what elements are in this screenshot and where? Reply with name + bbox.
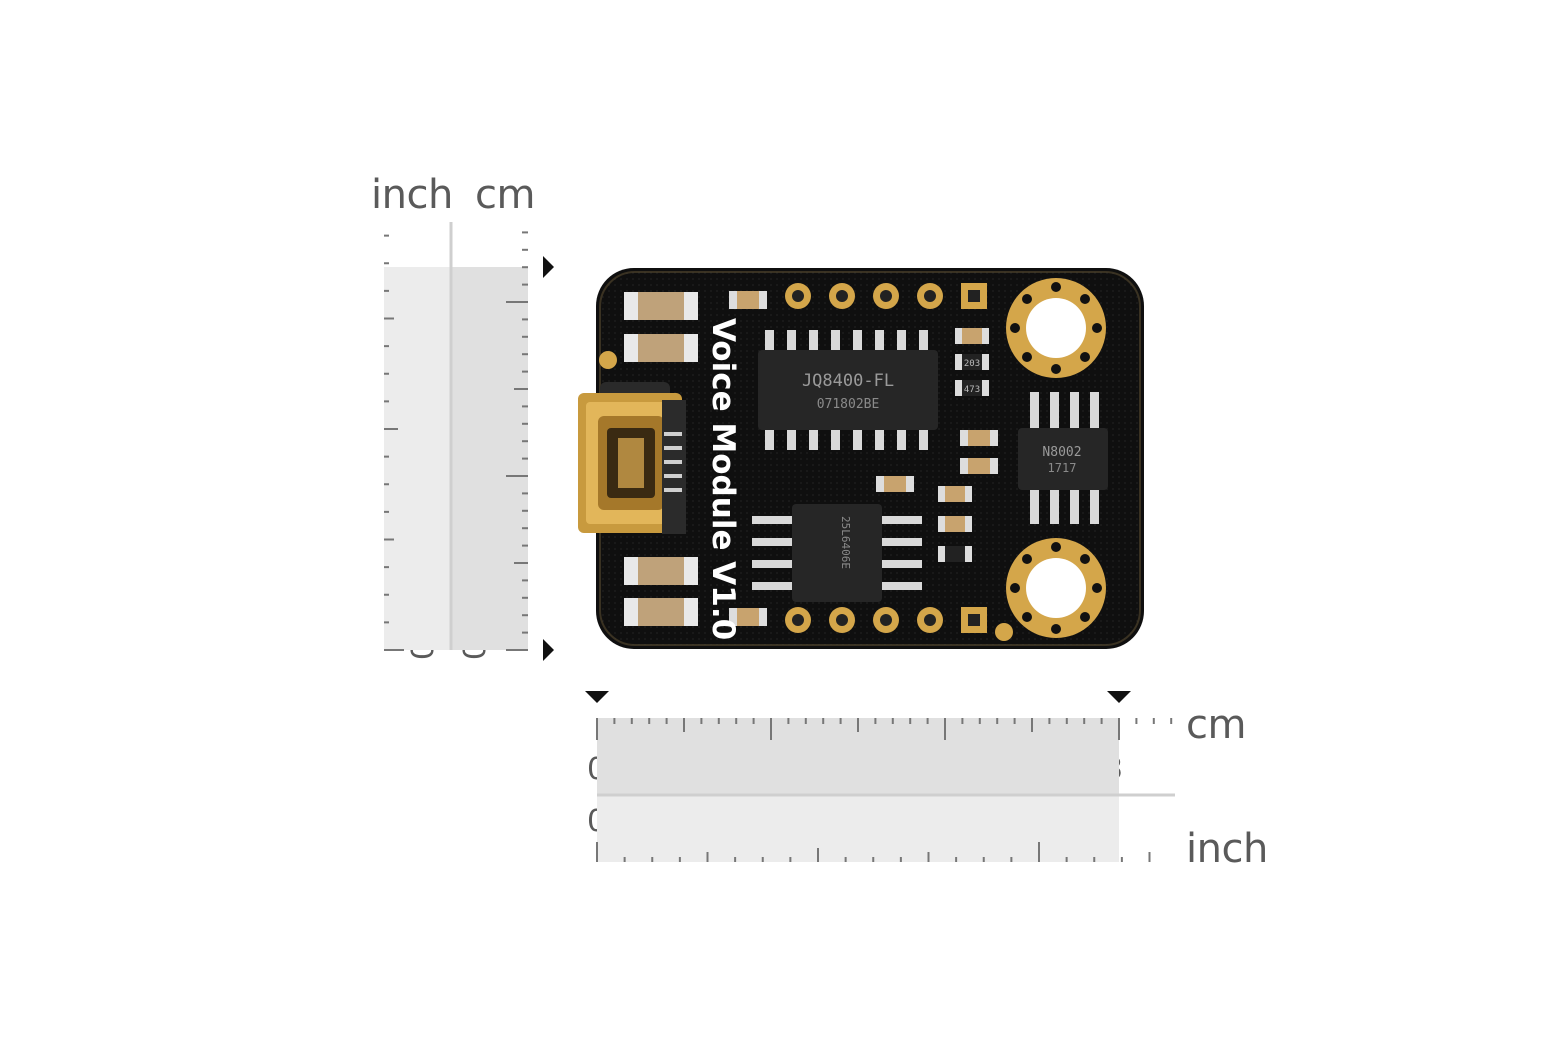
vertical-inch-label: inch xyxy=(371,172,453,218)
svg-text:071802BE: 071802BE xyxy=(817,397,880,412)
svg-text:N8002: N8002 xyxy=(1042,445,1081,460)
vertical-cm-label: cm xyxy=(475,172,535,218)
horizontal-ruler xyxy=(585,691,1175,862)
svg-text:473: 473 xyxy=(964,385,980,395)
voice-module-board: Voice Module V1.0 JQ8400-FL 071802BE 25L… xyxy=(578,268,1144,649)
bottom-pin-header xyxy=(785,607,987,633)
mounting-hole-bottom xyxy=(1006,538,1106,638)
capacitors-left xyxy=(624,291,767,626)
mounting-hole-top xyxy=(1006,278,1106,378)
board-silkscreen: Voice Module V1.0 xyxy=(705,318,741,640)
svg-text:203: 203 xyxy=(964,359,980,369)
passive-components: 203 473 xyxy=(876,328,998,562)
flash-chip: 25L6406E xyxy=(752,504,922,602)
micro-usb-connector xyxy=(578,382,686,534)
svg-text:JQ8400-FL: JQ8400-FL xyxy=(802,371,894,391)
top-pin-header xyxy=(785,283,987,309)
svg-text:1717: 1717 xyxy=(1048,461,1077,475)
main-chip-jq8400: JQ8400-FL 071802BE xyxy=(758,330,938,450)
vertical-ruler xyxy=(384,222,554,661)
horizontal-cm-label: cm xyxy=(1186,702,1246,748)
svg-text:25L6406E: 25L6406E xyxy=(839,516,852,569)
amp-chip-n8002: N8002 1717 xyxy=(1018,392,1108,524)
horizontal-inch-label: inch xyxy=(1186,826,1268,872)
